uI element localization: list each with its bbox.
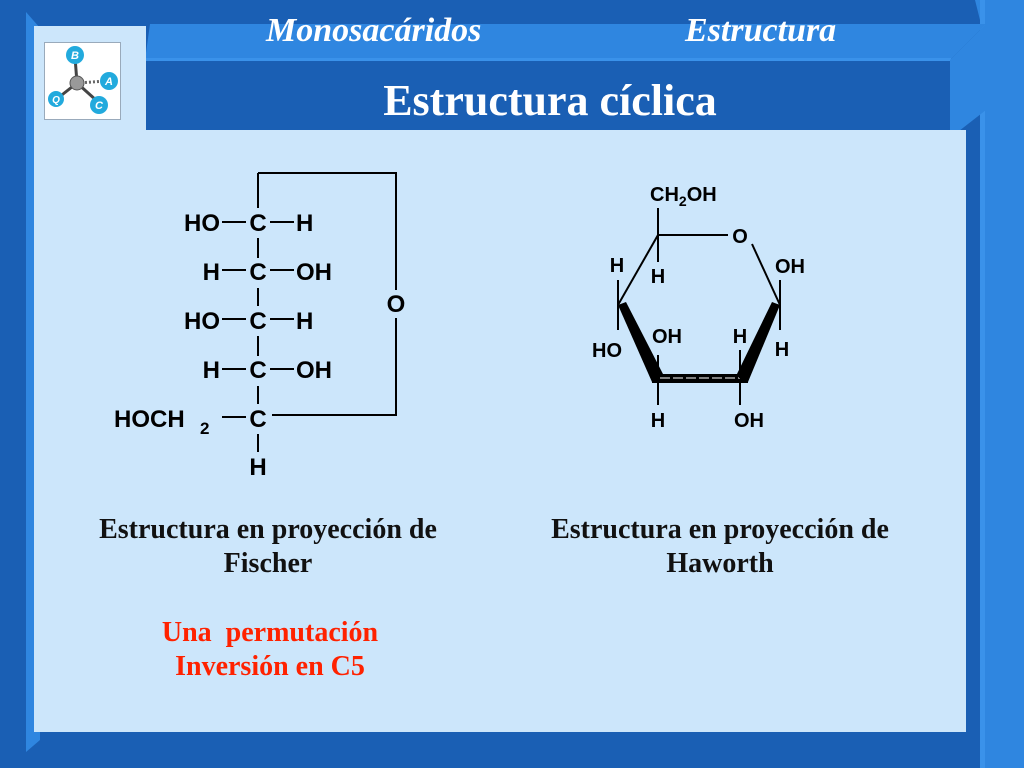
- haworth-c1-oh: OH: [775, 256, 805, 278]
- fischer-r4-right: OH: [296, 357, 332, 384]
- fischer-ring-oxygen: O: [387, 291, 406, 318]
- fischer-r2-center: C: [249, 259, 266, 286]
- haworth-c2-h-top: H: [733, 326, 747, 348]
- slide-title: Estructura cíclica: [383, 76, 717, 125]
- haworth-c3-h-bottom: H: [651, 410, 665, 432]
- note-line1: Una permutación: [161, 617, 379, 648]
- fischer-caption-line2: Fischer: [223, 548, 313, 579]
- haworth-c4-ho: HO: [592, 340, 622, 362]
- fischer-r1-center: C: [249, 210, 266, 237]
- logo-atom-b: B: [66, 46, 84, 64]
- logo-atom-q: Q: [48, 91, 64, 107]
- fischer-r4-left: H: [203, 357, 220, 384]
- fischer-r3-right: H: [296, 308, 313, 335]
- fischer-bottom-center: C: [249, 406, 266, 433]
- fischer-caption-line1: Estructura en proyección de: [99, 514, 437, 545]
- haworth-caption-line1: Estructura en proyección de: [551, 514, 889, 545]
- svg-text:C: C: [95, 100, 104, 112]
- fischer-bottom-h: H: [249, 454, 266, 481]
- fischer-caption: Estructura en proyección de Fischer: [48, 513, 488, 581]
- haworth-caption: Estructura en proyección de Haworth: [500, 513, 940, 581]
- inversion-note: Una permutación Inversión en C5: [80, 616, 460, 684]
- haworth-caption-line2: Haworth: [666, 548, 774, 579]
- logo-atom-c: C: [90, 96, 108, 114]
- fischer-r2-right: OH: [296, 259, 332, 286]
- haworth-c5-h: H: [610, 255, 624, 277]
- logo-atom-a: A: [100, 72, 118, 90]
- fischer-bottom-left-sub: 2: [200, 419, 209, 438]
- fischer-r3-left: HO: [184, 308, 220, 335]
- fischer-bottom-left: HOCH: [114, 406, 185, 433]
- haworth-top-group: CH2OH: [650, 184, 717, 209]
- fischer-r1-left: HO: [184, 210, 220, 237]
- haworth-ring-oxygen: O: [732, 226, 748, 248]
- topic-label: Monosacáridos: [266, 12, 482, 49]
- fischer-r4-center: C: [249, 357, 266, 384]
- svg-text:A: A: [104, 76, 113, 88]
- fischer-r1-right: H: [296, 210, 313, 237]
- svg-text:B: B: [71, 50, 79, 62]
- svg-text:Q: Q: [52, 95, 60, 106]
- section-label: Estructura: [685, 12, 837, 49]
- fischer-r3-center: C: [249, 308, 266, 335]
- haworth-c2-h-right: H: [775, 339, 789, 361]
- note-line2: Inversión en C5: [175, 651, 365, 682]
- molecule-logo: B A C Q: [44, 42, 121, 120]
- fischer-r2-left: H: [203, 259, 220, 286]
- haworth-c5-h-inner: H: [651, 266, 665, 288]
- haworth-c2-oh-bottom: OH: [734, 410, 764, 432]
- haworth-c3-oh: OH: [652, 326, 682, 348]
